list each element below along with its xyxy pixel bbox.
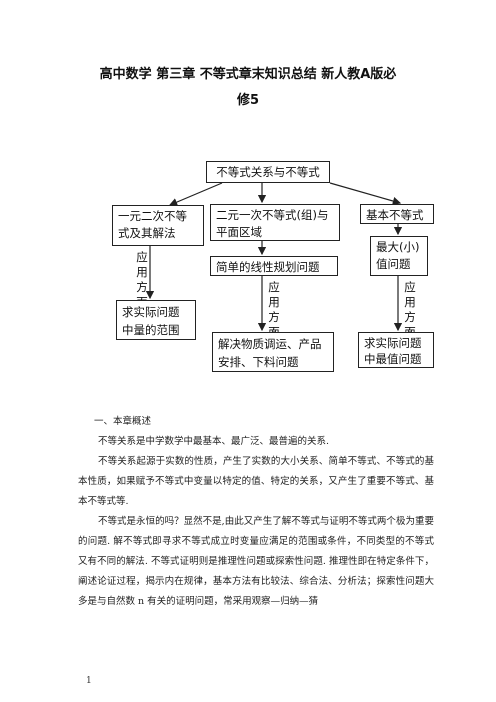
page-number: 1 bbox=[86, 676, 92, 686]
paragraph-1: 不等关系是中学数学中最基本、最广泛、最普遍的关系. bbox=[98, 436, 330, 447]
diagram-branch-right: 基本不等式 bbox=[360, 204, 434, 224]
diagram-leaf-mid: 解决物质调运、产品安排、下料问题 bbox=[212, 332, 334, 372]
document-title-line1: 高中数学 第三章 不等式章末知识总结 新人教A版必 bbox=[99, 67, 397, 82]
diagram-branch-mid: 二元一次不等式(组)与平面区域 bbox=[210, 204, 340, 241]
arrow-root-left bbox=[168, 182, 223, 207]
paragraph-2: 不等关系起源于实数的性质，产生了实数的大小关系、简单不等式、不等式的基本性质，如… bbox=[78, 456, 434, 507]
paragraph-3: 不等式是永恒的吗？显然不是,由此又产生了解不等式与证明不等式两个极为重要的问题.… bbox=[78, 516, 434, 607]
diagram-mid-child: 简单的线性规划问题 bbox=[210, 256, 338, 276]
diagram-right-child: 最大(小)值问题 bbox=[370, 236, 428, 276]
diagram-leaf-left: 求实际问题中量的范围 bbox=[116, 300, 196, 340]
apply-label-mid: 应用方面 bbox=[268, 280, 280, 339]
diagram-root-node: 不等式关系与不等式 bbox=[206, 161, 330, 183]
section-heading: 一、本章概述 bbox=[94, 416, 152, 427]
apply-label-right: 应用方面 bbox=[404, 280, 416, 339]
arrow-root-right bbox=[329, 182, 402, 206]
document-title-line2: 修5 bbox=[236, 93, 260, 108]
diagram-leaf-right: 求实际问题中最值问题 bbox=[358, 332, 434, 368]
diagram-branch-left: 一元二次不等式及其解法 bbox=[112, 205, 204, 246]
